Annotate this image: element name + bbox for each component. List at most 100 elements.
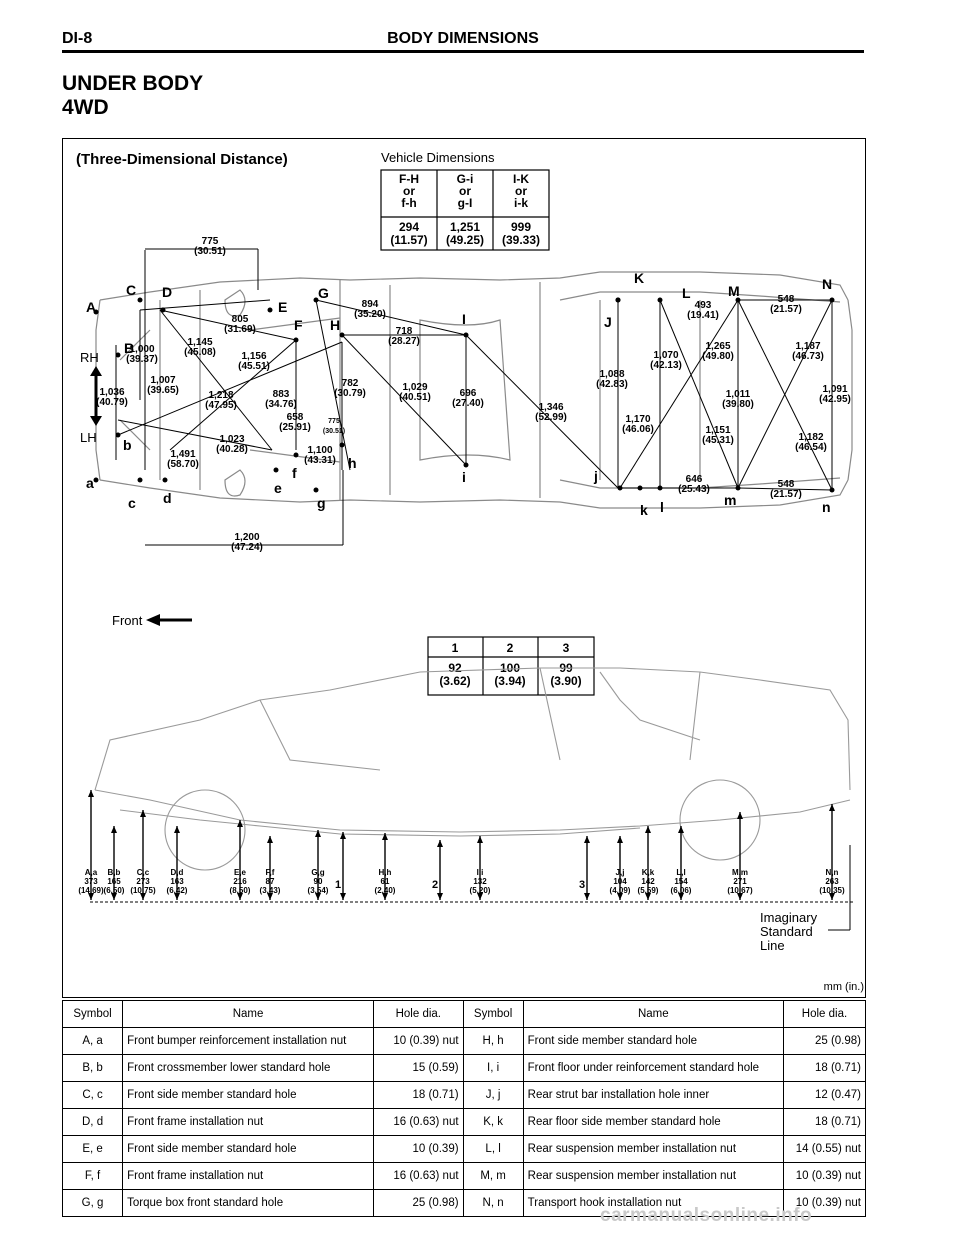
cell-d1: 10 (0.39) nut bbox=[373, 1027, 464, 1055]
col-name-2: Name bbox=[522, 1000, 784, 1028]
point-marker-N bbox=[829, 297, 835, 303]
distance-label-20: 1,346(52.99) bbox=[535, 402, 567, 423]
cell-n1: Front bumper reinforcement installation … bbox=[122, 1027, 375, 1055]
col-hole-2: Hole dia. bbox=[782, 1000, 867, 1028]
point-marker-a-lower bbox=[93, 477, 99, 483]
point-marker-c-lower bbox=[137, 477, 143, 483]
point-marker-M bbox=[735, 297, 741, 303]
height-ref-value-2: 99(3.90) bbox=[550, 661, 581, 688]
height-marker-7: 1 bbox=[335, 832, 346, 900]
distance-label-5: 1,036(40.79) bbox=[96, 387, 128, 408]
distance-label-0: 775(30.51) bbox=[194, 236, 226, 257]
height-label-7: 1 bbox=[335, 879, 341, 891]
point-marker-G bbox=[313, 297, 319, 303]
vehicle-dim-value-1: 1,251(49.25) bbox=[446, 220, 484, 247]
cell-n1: Torque box front standard hole bbox=[122, 1189, 375, 1217]
height-marker-9: 2 bbox=[432, 840, 443, 900]
distance-label-16: 1,100(43.31) bbox=[304, 445, 336, 466]
distance-label-11: 718(28.27) bbox=[388, 326, 420, 347]
page-header: DI-8 BODY DIMENSIONS bbox=[62, 28, 864, 53]
point-label-B: B bbox=[124, 340, 134, 356]
distance-label-8: 883(34.76) bbox=[265, 389, 297, 410]
height-label-11: 3 bbox=[579, 879, 585, 891]
point-label-l-lower: l bbox=[660, 499, 664, 515]
cell-n1: Front frame installation nut bbox=[122, 1162, 375, 1190]
cell-s2: K, k bbox=[462, 1108, 524, 1136]
distance-label-3: 1,000(39.37) bbox=[126, 344, 158, 365]
distance-label-15: 775(30.51) bbox=[323, 418, 345, 435]
distance-label-32: 646(25.43) bbox=[678, 474, 710, 495]
point-marker-k-lower bbox=[637, 485, 643, 491]
point-marker-B bbox=[115, 352, 121, 358]
cell-n1: Front side member standard hole bbox=[122, 1081, 375, 1109]
cell-d2: 18 (0.71) bbox=[782, 1108, 867, 1136]
units-label: mm (in.) bbox=[824, 981, 864, 993]
point-label-E: E bbox=[278, 299, 287, 315]
front-arrow-icon bbox=[146, 614, 192, 626]
point-label-h-lower: h bbox=[348, 455, 357, 471]
point-marker-g-lower bbox=[313, 487, 319, 493]
vehicle-dim-value-0: 294(11.57) bbox=[390, 220, 427, 247]
point-label-k-lower: k bbox=[640, 502, 648, 518]
point-label-n-lower: n bbox=[822, 499, 831, 515]
cell-d2: 10 (0.39) nut bbox=[782, 1189, 867, 1217]
height-ref-header-2: 3 bbox=[563, 641, 570, 655]
diagram-frame bbox=[62, 138, 866, 998]
point-marker-m-lower bbox=[735, 485, 741, 491]
point-label-a-lower: a bbox=[86, 475, 94, 491]
point-label-j-lower: j bbox=[593, 468, 598, 484]
cell-n2: Front side member standard hole bbox=[522, 1027, 784, 1055]
distance-label-25: 548(21.57) bbox=[770, 294, 802, 315]
cell-d1: 16 (0.63) nut bbox=[373, 1162, 464, 1190]
cell-s2: M, m bbox=[462, 1162, 524, 1190]
distance-label-31: 1,182(46.54) bbox=[795, 432, 827, 453]
distance-label-24: 493(19.41) bbox=[687, 300, 719, 321]
point-label-F: F bbox=[294, 317, 303, 333]
vehicle-dim-value-2: 999(39.33) bbox=[502, 220, 540, 247]
dimension-lines bbox=[115, 248, 833, 546]
col-symbol-1: Symbol bbox=[61, 1000, 124, 1028]
rh-lh-arrow bbox=[90, 366, 102, 426]
distance-label-26: 1,265(49.80) bbox=[702, 341, 734, 362]
cell-s1: D, d bbox=[61, 1108, 124, 1136]
cell-d2: 14 (0.55) nut bbox=[782, 1135, 867, 1163]
distance-label-1: 805(31.69) bbox=[224, 314, 256, 335]
distance-label-21: 1,088(42.83) bbox=[596, 369, 628, 390]
cell-n1: Front crossmember lower standard hole bbox=[122, 1054, 375, 1082]
cell-d1: 25 (0.98) bbox=[373, 1189, 464, 1217]
section-title: UNDER BODY bbox=[62, 72, 204, 95]
distance-label-28: 1,011(39.80) bbox=[722, 389, 754, 410]
vehicle-dimensions-title: Vehicle Dimensions bbox=[381, 150, 495, 165]
point-marker-f-lower bbox=[293, 452, 299, 458]
cell-n1: Front side member standard hole bbox=[122, 1135, 375, 1163]
height-label-9: 2 bbox=[432, 879, 438, 891]
point-label-g-lower: g bbox=[317, 495, 326, 511]
point-label-C: C bbox=[126, 282, 136, 298]
point-marker-F bbox=[293, 337, 299, 343]
point-marker-j-lower bbox=[617, 485, 623, 491]
distance-label-33: 548(21.57) bbox=[770, 479, 802, 500]
point-marker-i-lower bbox=[463, 462, 469, 468]
point-marker-I bbox=[463, 332, 469, 338]
cell-s2: I, i bbox=[462, 1054, 524, 1082]
